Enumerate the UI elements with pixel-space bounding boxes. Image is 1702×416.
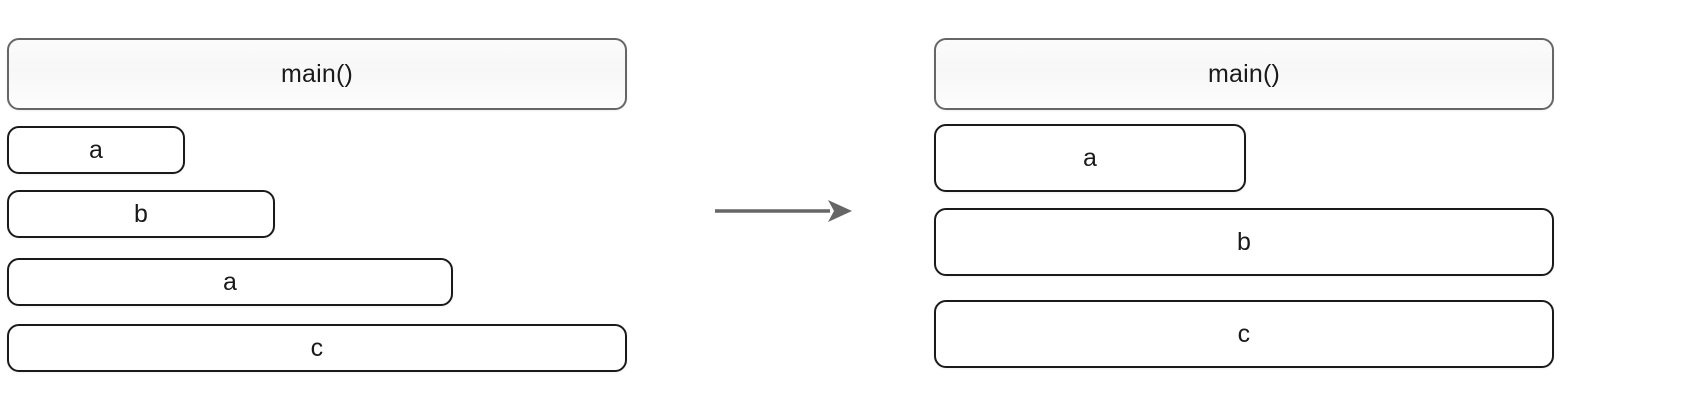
stack-frame-label: main() <box>1207 59 1281 88</box>
stack-frame-b-2[interactable]: b <box>7 190 275 238</box>
stack-frame-label: a <box>88 135 104 164</box>
stack-frame-label: main() <box>280 59 354 88</box>
stack-frame-a-1[interactable]: a <box>7 126 185 174</box>
stack-frame-a-1[interactable]: a <box>934 124 1246 192</box>
stack-frame-label: a <box>222 267 238 296</box>
stack-frame-main-0[interactable]: main() <box>934 38 1554 110</box>
stack-frame-label: c <box>310 333 324 362</box>
stack-frame-label: c <box>1237 319 1251 348</box>
transform-arrow <box>700 186 900 246</box>
after-stack-panel: main() a b c <box>900 0 1702 416</box>
stack-frame-label: b <box>1236 227 1252 256</box>
stack-frame-c-4[interactable]: c <box>7 324 627 372</box>
stack-frame-a-3[interactable]: a <box>7 258 453 306</box>
stack-frame-label: b <box>133 199 149 228</box>
arrow-glyph <box>715 200 852 222</box>
stack-frame-c-3[interactable]: c <box>934 300 1554 368</box>
before-stack-panel: main() a b a c <box>0 0 700 416</box>
stack-frame-b-2[interactable]: b <box>934 208 1554 276</box>
stack-frame-main-0[interactable]: main() <box>7 38 627 110</box>
stack-frame-label: a <box>1082 143 1098 172</box>
